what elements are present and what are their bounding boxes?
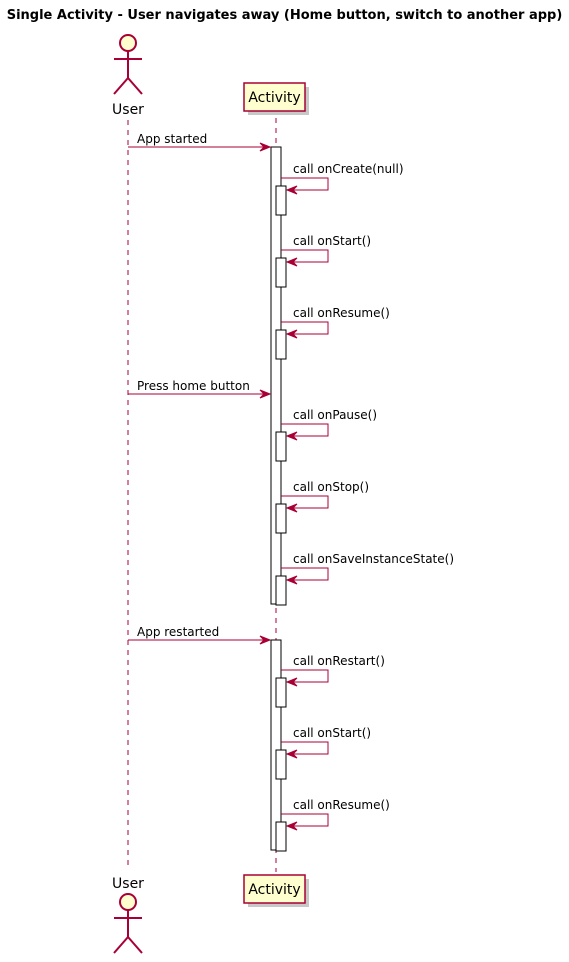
message-label: Press home button <box>137 379 250 393</box>
user-actor-bottom-icon-right-leg <box>127 936 143 954</box>
self-message-arrow <box>281 177 329 191</box>
message-label: call onCreate(null) <box>293 162 404 176</box>
self-activation-bar <box>275 821 287 852</box>
self-message-arrowhead <box>285 185 298 195</box>
message-label: call onSaveInstanceState() <box>293 552 454 566</box>
activity-activation-bar <box>270 146 282 605</box>
self-message-arrow <box>281 669 329 683</box>
activity-box-bottom <box>243 874 306 904</box>
activity-box-top-label: Activity <box>248 90 300 106</box>
self-activation-bar <box>275 503 287 534</box>
self-message-arrowhead <box>285 677 298 687</box>
message-arrowhead <box>259 142 272 152</box>
self-message-arrow <box>281 567 329 581</box>
message-label: call onStart() <box>293 234 371 248</box>
user-label-bottom: User <box>112 876 144 892</box>
self-message-arrow <box>281 249 329 263</box>
self-message-arrow <box>281 813 329 827</box>
self-activation-bar <box>275 575 287 606</box>
self-message-arrow <box>281 495 329 509</box>
message-label: call onStart() <box>293 726 371 740</box>
self-message-arrowhead <box>285 503 298 513</box>
self-message-arrow <box>281 423 329 437</box>
message-arrowhead <box>259 389 272 399</box>
activity-box-bottom-label: Activity <box>248 882 300 898</box>
self-activation-bar <box>275 677 287 708</box>
self-activation-bar <box>275 329 287 360</box>
self-message-arrow <box>281 741 329 755</box>
message-label: call onResume() <box>293 306 390 320</box>
self-activation-bar <box>275 749 287 780</box>
user-label-top: User <box>112 102 144 118</box>
message-label: App started <box>137 132 207 146</box>
self-message-arrowhead <box>285 749 298 759</box>
self-message-arrowhead <box>285 431 298 441</box>
message-label: App restarted <box>137 625 219 639</box>
user-actor-bottom-icon-left-leg <box>113 936 129 954</box>
user-actor-bottom-icon-head <box>119 893 137 911</box>
self-message-arrowhead <box>285 821 298 831</box>
activity-activation-bar <box>270 639 282 851</box>
self-message-arrowhead <box>285 257 298 267</box>
diagram-title: Single Activity - User navigates away (H… <box>6 8 563 23</box>
self-message-arrow <box>281 321 329 335</box>
user-actor-top-icon-right-leg <box>127 77 143 95</box>
self-message-arrowhead <box>285 575 298 585</box>
message-arrowhead <box>259 635 272 645</box>
user-actor-top-icon-head <box>119 34 137 52</box>
self-activation-bar <box>275 431 287 462</box>
message-label: call onPause() <box>293 408 377 422</box>
message-label: call onRestart() <box>293 654 385 668</box>
self-message-arrowhead <box>285 329 298 339</box>
message-label: call onStop() <box>293 480 369 494</box>
self-activation-bar <box>275 185 287 216</box>
message-label: call onResume() <box>293 798 390 812</box>
user-actor-top-icon-left-leg <box>113 77 129 95</box>
self-activation-bar <box>275 257 287 288</box>
activity-box-top <box>243 82 306 112</box>
